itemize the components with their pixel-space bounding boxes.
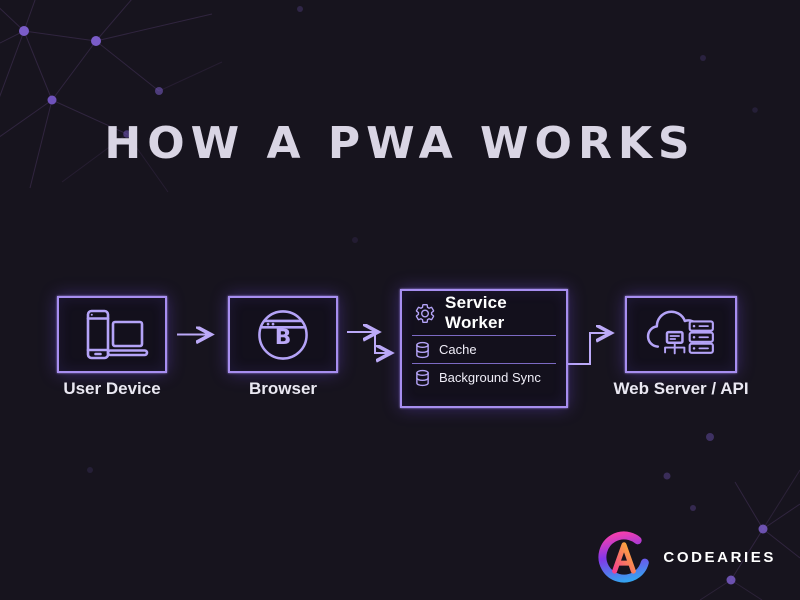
node-browser: B (228, 296, 338, 373)
page-title: HOW A PWA WORKS (104, 118, 696, 169)
browser-icon: B (258, 309, 308, 360)
label-browser: Browser (248, 379, 318, 398)
service-worker-title: Service Worker (445, 293, 507, 332)
label-web-server: Web Server / API (613, 379, 749, 398)
divider (412, 363, 556, 364)
logo-text: CODEARIES (663, 548, 776, 566)
node-user-device (57, 296, 167, 373)
database-icon (416, 341, 429, 358)
cache-label: Cache (439, 342, 477, 357)
arrow-sw-to-server (568, 333, 611, 365)
browser-icon-letter: B (275, 325, 292, 350)
label-user-device: User Device (63, 379, 161, 398)
service-worker-row-background-sync: Background Sync (402, 364, 566, 391)
logo-mark-icon (598, 531, 650, 583)
service-worker-header: Service Worker (402, 291, 566, 335)
devices-icon (86, 309, 149, 359)
logo: CODEARIES (594, 527, 776, 587)
arrow-browser-to-sw-step (374, 332, 391, 353)
database-icon (416, 369, 429, 386)
background-sync-label: Background Sync (439, 370, 541, 385)
node-web-server (625, 296, 737, 373)
node-service-worker: Service Worker Cache Background Sync (400, 289, 568, 408)
gear-icon (415, 303, 435, 323)
divider (412, 335, 556, 336)
service-worker-row-cache: Cache (402, 336, 566, 363)
cloud-server-icon (646, 310, 714, 354)
